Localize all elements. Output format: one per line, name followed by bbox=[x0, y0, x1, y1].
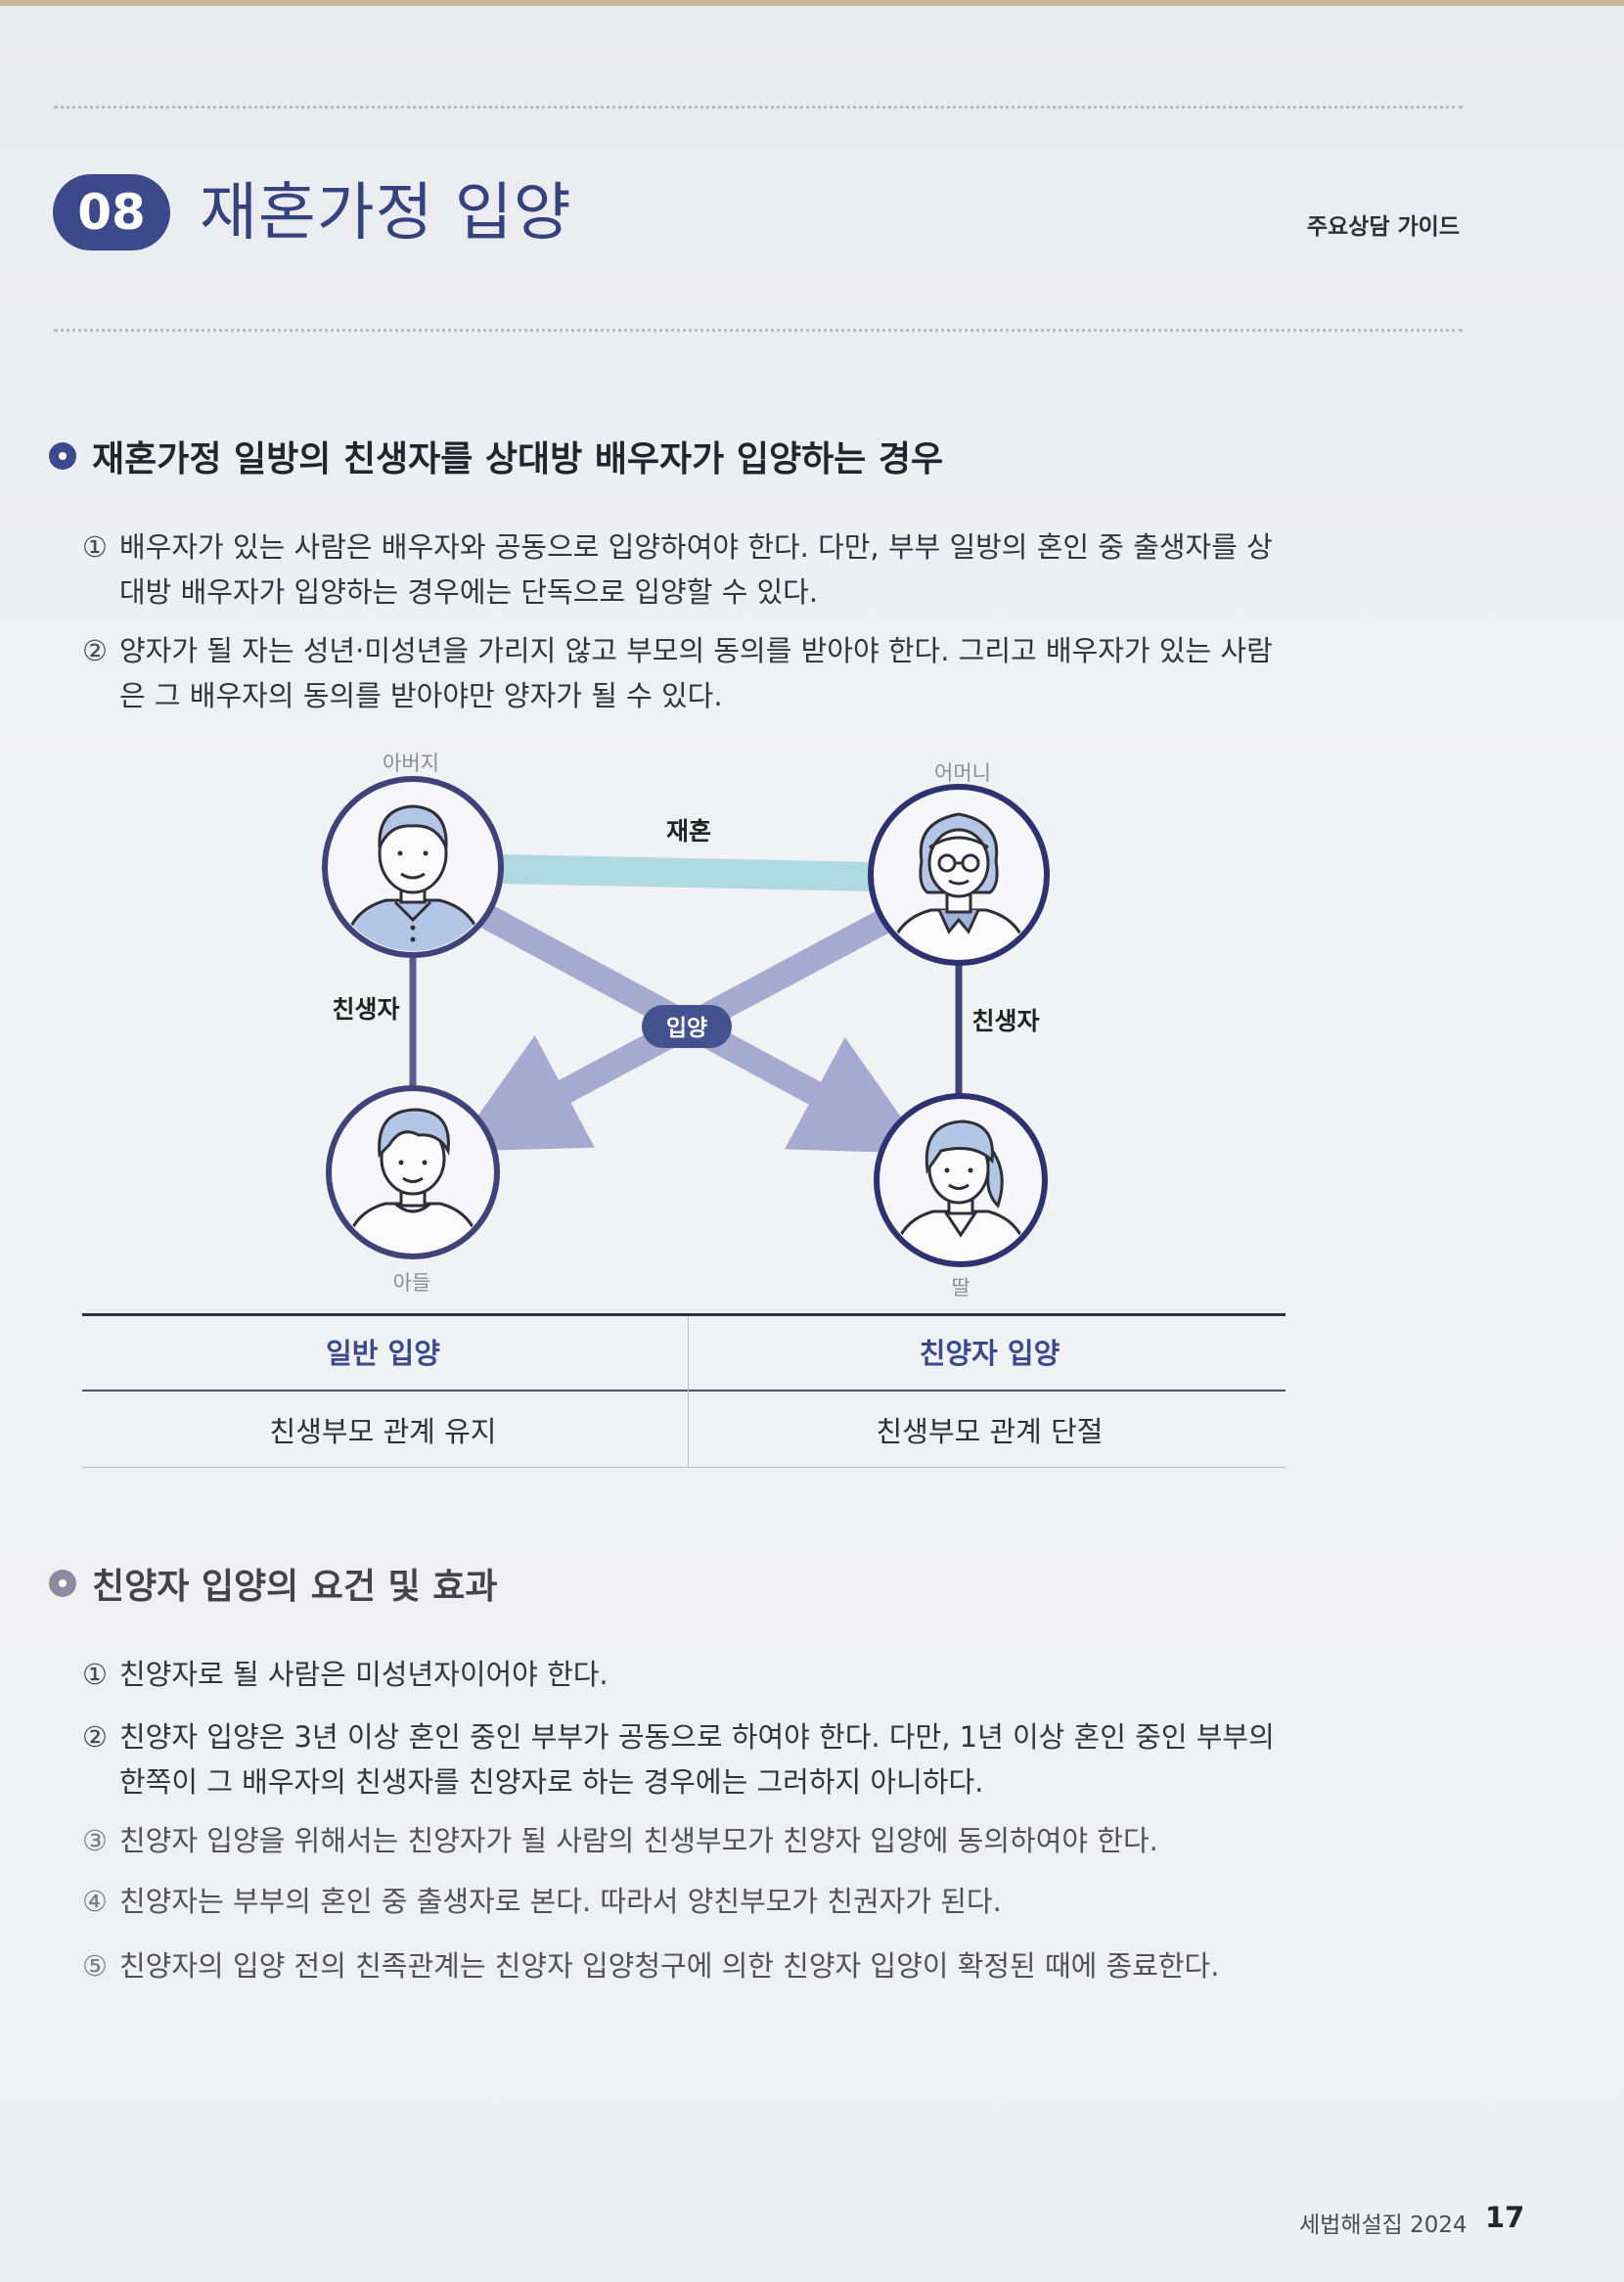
father-label: 아버지 bbox=[383, 752, 439, 775]
section2-heading: 친양자 입양의 요건 및 효과 bbox=[49, 1558, 497, 1609]
item-text: 친양자의 입양 전의 친족관계는 친양자 입양청구에 의한 친양자 입양이 확정… bbox=[119, 1949, 1220, 1983]
item-number: ② bbox=[82, 1720, 108, 1754]
section2-item-1: ① 친양자로 될 사람은 미성년자이어야 한다. bbox=[82, 1652, 1295, 1697]
section1-item-1: ① 배우자가 있는 사람은 배우자와 공동으로 입양하여야 한다. 다만, 부부… bbox=[82, 525, 1295, 615]
biological-label-right: 친생자 bbox=[971, 1007, 1039, 1035]
chapter-title: 재혼가정 입양 bbox=[200, 177, 572, 250]
biological-label-left: 친생자 bbox=[332, 995, 399, 1024]
section1-item-2: ② 양자가 될 자는 성년·미성년을 가리지 않고 부모의 동의를 받아야 한다… bbox=[82, 628, 1295, 718]
section2-item-2: ② 친양자 입양은 3년 이상 혼인 중인 부부가 공동으로 하여야 한다. 다… bbox=[82, 1714, 1295, 1804]
son-label: 아들 bbox=[393, 1271, 431, 1295]
son-avatar bbox=[326, 1085, 500, 1259]
item-text: 친양자로 될 사람은 미성년자이어야 한다. bbox=[119, 1658, 609, 1691]
item-text: 친양자 입양은 3년 이상 혼인 중인 부부가 공동으로 하여야 한다. 다만,… bbox=[119, 1720, 1275, 1799]
table-rule-mid bbox=[82, 1390, 1286, 1392]
table-cell-general: 친생부모 관계 유지 bbox=[269, 1415, 497, 1448]
footer-page-number: 17 bbox=[1485, 2201, 1525, 2234]
section2-title: 친양자 입양의 요건 및 효과 bbox=[92, 1567, 498, 1607]
item-number: ④ bbox=[82, 1885, 108, 1918]
footer-book-title: 세법해설집 2024 bbox=[1299, 2213, 1467, 2238]
header-dotted-rule-top bbox=[54, 106, 1463, 109]
table-header-general: 일반 입양 bbox=[326, 1337, 440, 1370]
section2-item-4: ④ 친양자는 부부의 혼인 중 출생자로 본다. 따라서 양친부모가 친권자가 … bbox=[82, 1879, 1295, 1924]
mother-label: 어머니 bbox=[934, 761, 991, 785]
guide-label: 주요상담 가이드 bbox=[1306, 214, 1460, 240]
section-bullet-icon bbox=[49, 442, 76, 470]
table-header-full: 친양자 입양 bbox=[919, 1337, 1060, 1370]
section2-item-5: ⑤ 친양자의 입양 전의 친족관계는 친양자 입양청구에 의한 친양자 입양이 … bbox=[82, 1943, 1295, 1988]
remarriage-line bbox=[498, 854, 876, 891]
adoption-comparison-table: 일반 입양 친양자 입양 친생부모 관계 유지 친생부모 관계 단절 bbox=[82, 1313, 1286, 1470]
father-avatar bbox=[322, 776, 504, 958]
section1-title: 재혼가정 일방의 친생자를 상대방 배우자가 입양하는 경우 bbox=[92, 439, 944, 479]
item-number: ③ bbox=[82, 1824, 108, 1857]
mother-avatar bbox=[868, 784, 1050, 966]
chapter-number-badge: 08 bbox=[53, 174, 170, 251]
item-number: ① bbox=[82, 530, 108, 564]
family-adoption-diagram: 입양 재혼 친생자 친생자 아버지 어머니 아들 딸 bbox=[322, 752, 1050, 1300]
remarriage-label: 재혼 bbox=[666, 817, 711, 845]
daughter-avatar bbox=[874, 1093, 1048, 1267]
adoption-label: 입양 bbox=[666, 1016, 707, 1041]
table-rule-bottom bbox=[82, 1467, 1286, 1468]
table-divider bbox=[688, 1316, 689, 1467]
section2-item-3: ③ 친양자 입양을 위해서는 친양자가 될 사람의 친생부모가 친양자 입양에 … bbox=[82, 1818, 1295, 1863]
section1-heading: 재혼가정 일방의 친생자를 상대방 배우자가 입양하는 경우 bbox=[49, 431, 943, 481]
item-text: 양자가 될 자는 성년·미성년을 가리지 않고 부모의 동의를 받아야 한다. … bbox=[119, 634, 1273, 712]
item-number: ② bbox=[82, 634, 108, 667]
item-text: 배우자가 있는 사람은 배우자와 공동으로 입양하여야 한다. 다만, 부부 일… bbox=[119, 530, 1273, 609]
daughter-label: 딸 bbox=[951, 1276, 970, 1300]
section-bullet-icon bbox=[49, 1570, 76, 1597]
item-text: 친양자는 부부의 혼인 중 출생자로 본다. 따라서 양친부모가 친권자가 된다… bbox=[119, 1885, 1002, 1918]
table-cell-full: 친생부모 관계 단절 bbox=[876, 1415, 1104, 1448]
item-number: ⑤ bbox=[82, 1949, 108, 1983]
item-text: 친양자 입양을 위해서는 친양자가 될 사람의 친생부모가 친양자 입양에 동의… bbox=[119, 1824, 1158, 1857]
page-top-edge bbox=[0, 0, 1624, 6]
adoption-pill bbox=[642, 1005, 732, 1048]
header-dotted-rule-bottom bbox=[54, 329, 1463, 332]
item-number: ① bbox=[82, 1658, 108, 1691]
table-rule-top bbox=[82, 1313, 1286, 1316]
